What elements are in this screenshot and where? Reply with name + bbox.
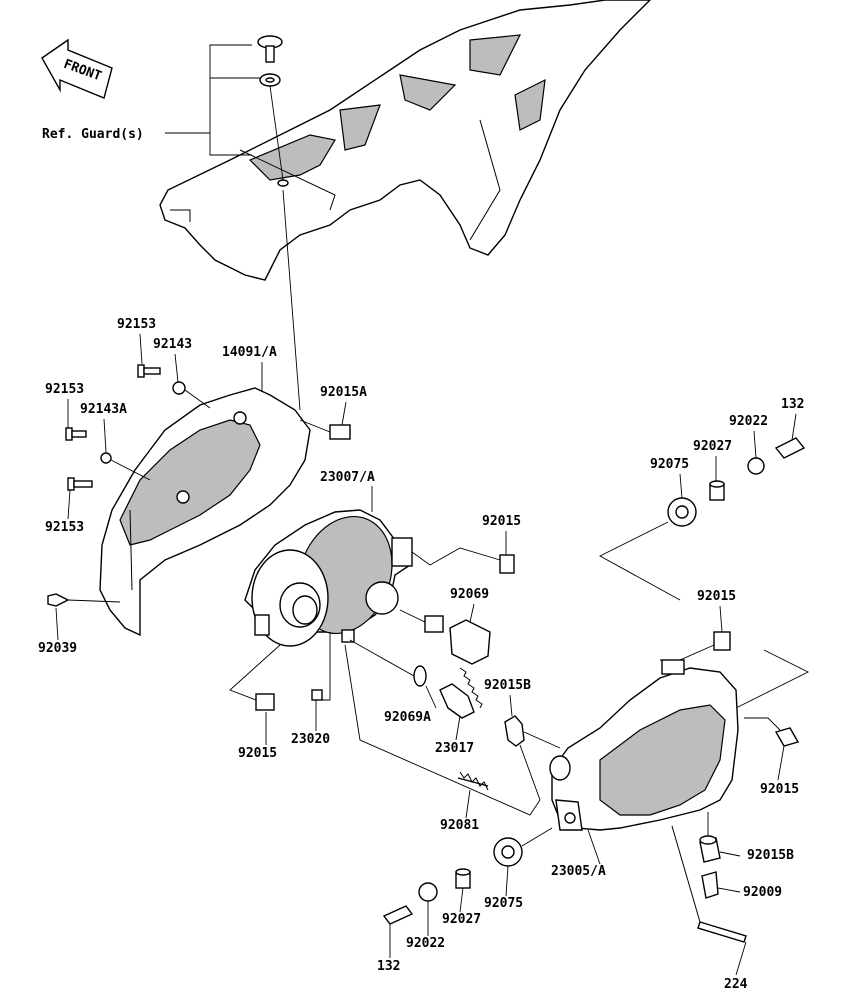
callout-92143: 92143 xyxy=(153,337,192,352)
collar-92027-right xyxy=(709,480,725,501)
callout-92015b-top: 92015B xyxy=(484,678,531,693)
callout-23020: 23020 xyxy=(291,732,330,747)
collar-92143a xyxy=(100,452,151,481)
bulb-92069 xyxy=(399,609,491,665)
socket-23017 xyxy=(439,683,475,719)
callout-92153-c: 92153 xyxy=(45,520,84,535)
callout-92069: 92069 xyxy=(450,587,489,602)
ref-guard-leader: Ref. Guard(s) xyxy=(42,44,260,156)
grommet-92015b-top xyxy=(504,715,561,749)
callout-92009: 92009 xyxy=(743,885,782,900)
callout-224: 224 xyxy=(724,977,748,992)
collar-92027-bottom xyxy=(455,868,471,889)
nut-92015-right-top xyxy=(660,631,731,661)
spring-92081 xyxy=(344,644,541,816)
nut-92015-right xyxy=(735,649,810,747)
nut-92015-top xyxy=(411,547,515,574)
callout-92015-left: 92015 xyxy=(238,746,277,761)
callout-92039: 92039 xyxy=(38,641,77,656)
grommet-92015b-right xyxy=(699,812,721,863)
washer-92022-right xyxy=(747,457,765,475)
upper-guard-fairing xyxy=(159,0,651,281)
callout-23007a: 23007/A xyxy=(320,470,375,485)
callout-92153-a: 92153 xyxy=(117,317,156,332)
ref-guard-screw xyxy=(257,35,284,181)
grommet-92075-bottom xyxy=(493,837,523,867)
screw-92153-a xyxy=(137,364,161,378)
front-arrow: FRONT xyxy=(41,38,113,99)
callout-92015a: 92015A xyxy=(320,385,367,400)
clip-92039 xyxy=(47,593,121,607)
bolt-132-right xyxy=(774,437,806,459)
washer-92022-bottom xyxy=(418,882,438,902)
callout-14091a: 14091/A xyxy=(222,345,277,360)
callout-23005a: 23005/A xyxy=(551,864,606,879)
screw-92153-c xyxy=(67,477,93,491)
bulb-92069a xyxy=(349,639,427,687)
screw-92009 xyxy=(701,871,719,899)
callout-92027-bottom: 92027 xyxy=(442,912,481,927)
callout-92027-right: 92027 xyxy=(693,439,732,454)
callout-92015-right: 92015 xyxy=(760,782,799,797)
callout-92075-right: 92075 xyxy=(650,457,689,472)
collar-92143 xyxy=(172,381,211,409)
headlight-assembly-23007a xyxy=(244,509,413,647)
callout-92143a: 92143A xyxy=(80,402,127,417)
bolt-132-bottom xyxy=(382,905,414,925)
callout-92022-right: 92022 xyxy=(729,414,768,429)
callout-92015b-right: 92015B xyxy=(747,848,794,863)
nut-92015a xyxy=(299,419,351,440)
bracket-23005a xyxy=(549,659,739,831)
callout-92153-b: 92153 xyxy=(45,382,84,397)
callout-92022-bottom: 92022 xyxy=(406,936,445,951)
nut-92015-left xyxy=(229,644,281,711)
callout-92015-right-top: 92015 xyxy=(697,589,736,604)
screw-92153-b xyxy=(65,427,87,441)
ref-guard-label: Ref. Guard(s) xyxy=(42,127,144,142)
callout-23017: 23017 xyxy=(435,741,474,756)
bolt-224 xyxy=(671,825,747,943)
callout-92075-bottom: 92075 xyxy=(484,896,523,911)
cover-14091a xyxy=(99,387,311,637)
callout-92015-top: 92015 xyxy=(482,514,521,529)
callout-92081: 92081 xyxy=(440,818,479,833)
clip-23020 xyxy=(311,632,331,701)
callout-132-bottom: 132 xyxy=(377,959,400,974)
grommet-92075-right xyxy=(599,497,697,601)
callout-92069a: 92069A xyxy=(384,710,431,725)
callout-132-right: 132 xyxy=(781,397,804,412)
